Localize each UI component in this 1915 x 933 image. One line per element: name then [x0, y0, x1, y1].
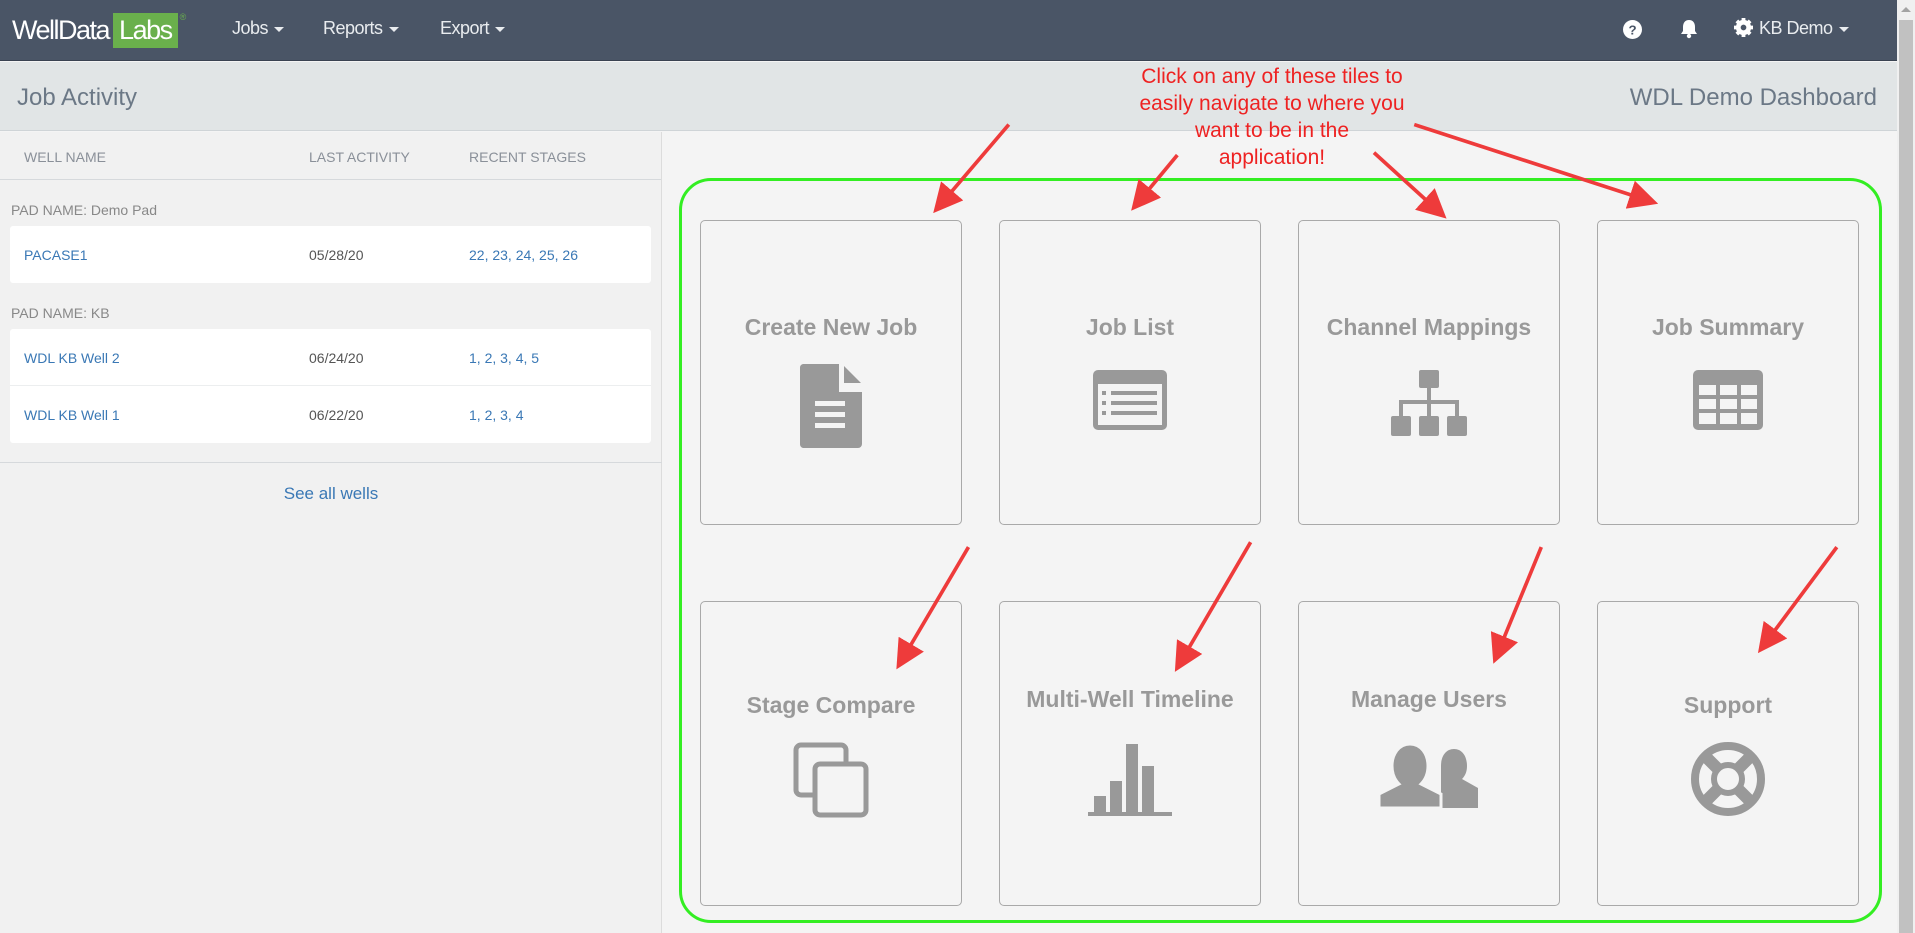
menu-export[interactable]: Export [440, 18, 506, 39]
table-icon [1693, 370, 1763, 430]
logo-labs: Labs [113, 12, 178, 48]
menu-label: Reports [323, 18, 383, 38]
tile-job-list[interactable]: Job List [999, 220, 1261, 525]
table-row[interactable]: PACASE1 05/28/20 22, 23, 24, 25, 26 [10, 226, 651, 283]
scrollbar-thumb[interactable] [1899, 20, 1913, 933]
annotation-line: application! [1218, 146, 1326, 169]
annotation-line: easily navigate to where you [1139, 92, 1405, 115]
gear-icon [1734, 18, 1753, 37]
page-header: Job Activity WDL Demo Dashboard [0, 62, 1897, 131]
last-activity: 06/22/20 [309, 407, 364, 423]
menu-jobs[interactable]: Jobs [232, 18, 285, 39]
divider [0, 462, 662, 463]
logo-text: WellData [12, 14, 111, 45]
pad-label: PAD NAME: KB [11, 305, 110, 321]
tile-stage-compare[interactable]: Stage Compare [700, 601, 962, 906]
tile-manage-users[interactable]: Manage Users [1298, 601, 1560, 906]
pad-card: WDL KB Well 2 06/24/20 1, 2, 3, 4, 5 WDL… [10, 329, 651, 443]
copy-icon [793, 742, 869, 818]
tile-create-new-job[interactable]: Create New Job [700, 220, 962, 525]
tile-multi-well-timeline[interactable]: Multi-Well Timeline [999, 601, 1261, 906]
last-activity: 05/28/20 [309, 247, 364, 263]
caret-down-icon [495, 26, 506, 32]
annotation-text: Click on any of these tiles to easily na… [1100, 63, 1444, 171]
page-title: Job Activity [17, 84, 138, 111]
tile-label: Create New Job [744, 314, 918, 340]
tile-channel-mappings[interactable]: Channel Mappings [1298, 220, 1560, 525]
caret-down-icon [1838, 26, 1849, 32]
column-header-well-name: WELL NAME [24, 149, 106, 165]
column-header-last-activity: LAST ACTIVITY [309, 149, 410, 165]
tile-job-summary[interactable]: Job Summary [1597, 220, 1859, 525]
table-row[interactable]: WDL KB Well 1 06/22/20 1, 2, 3, 4 [10, 386, 651, 443]
job-activity-panel: WELL NAME LAST ACTIVITY RECENT STAGES PA… [0, 132, 662, 933]
list-icon [1093, 370, 1167, 430]
life-ring-icon [1691, 742, 1765, 816]
tiles-highlight-box [679, 178, 1882, 923]
pad-label: PAD NAME: Demo Pad [11, 202, 158, 218]
last-activity: 06/24/20 [309, 350, 364, 366]
tile-label: Stage Compare [746, 692, 916, 718]
annotation-line: Click on any of these tiles to [1141, 65, 1403, 88]
help-icon[interactable]: ? [1623, 20, 1642, 44]
user-menu[interactable]: KB Demo [1734, 18, 1849, 39]
user-name: KB Demo [1759, 18, 1833, 38]
scroll-up-icon[interactable] [1901, 7, 1911, 12]
tile-label: Job Summary [1651, 314, 1805, 340]
users-icon [1379, 742, 1478, 808]
dashboard-title: WDL Demo Dashboard [1629, 84, 1877, 111]
tile-label: Channel Mappings [1326, 314, 1532, 340]
column-header-recent-stages: RECENT STAGES [469, 149, 586, 165]
tile-label: Manage Users [1351, 686, 1507, 712]
well-name-link[interactable]: PACASE1 [24, 247, 88, 263]
recent-stages-link[interactable]: 22, 23, 24, 25, 26 [469, 247, 578, 263]
caret-down-icon [274, 26, 285, 32]
bar-chart-icon [1088, 744, 1172, 816]
tile-label: Multi-Well Timeline [1026, 686, 1234, 712]
recent-stages-link[interactable]: 1, 2, 3, 4, 5 [469, 350, 540, 366]
annotation-line: want to be in the [1194, 119, 1350, 142]
menu-reports[interactable]: Reports [323, 18, 399, 39]
tile-label: Job List [1085, 314, 1175, 340]
vertical-scrollbar[interactable] [1897, 0, 1915, 933]
caret-down-icon [388, 26, 399, 32]
table-row[interactable]: WDL KB Well 2 06/24/20 1, 2, 3, 4, 5 [10, 329, 651, 386]
well-name-link[interactable]: WDL KB Well 1 [24, 407, 120, 423]
see-all-wells-link[interactable]: See all wells [283, 484, 379, 503]
well-name-link[interactable]: WDL KB Well 2 [24, 350, 120, 366]
svg-text:?: ? [1628, 22, 1636, 37]
table-header: WELL NAME LAST ACTIVITY RECENT STAGES [0, 132, 661, 180]
tile-support[interactable]: Support [1597, 601, 1859, 906]
pad-card: PACASE1 05/28/20 22, 23, 24, 25, 26 [10, 226, 651, 283]
file-icon [800, 364, 862, 448]
tile-label: Support [1683, 692, 1773, 718]
bell-icon[interactable] [1680, 19, 1698, 44]
registered-mark: ® [179, 12, 187, 22]
recent-stages-link[interactable]: 1, 2, 3, 4 [469, 407, 524, 423]
sitemap-icon [1391, 370, 1467, 436]
menu-label: Export [440, 18, 490, 38]
menu-label: Jobs [232, 18, 269, 38]
